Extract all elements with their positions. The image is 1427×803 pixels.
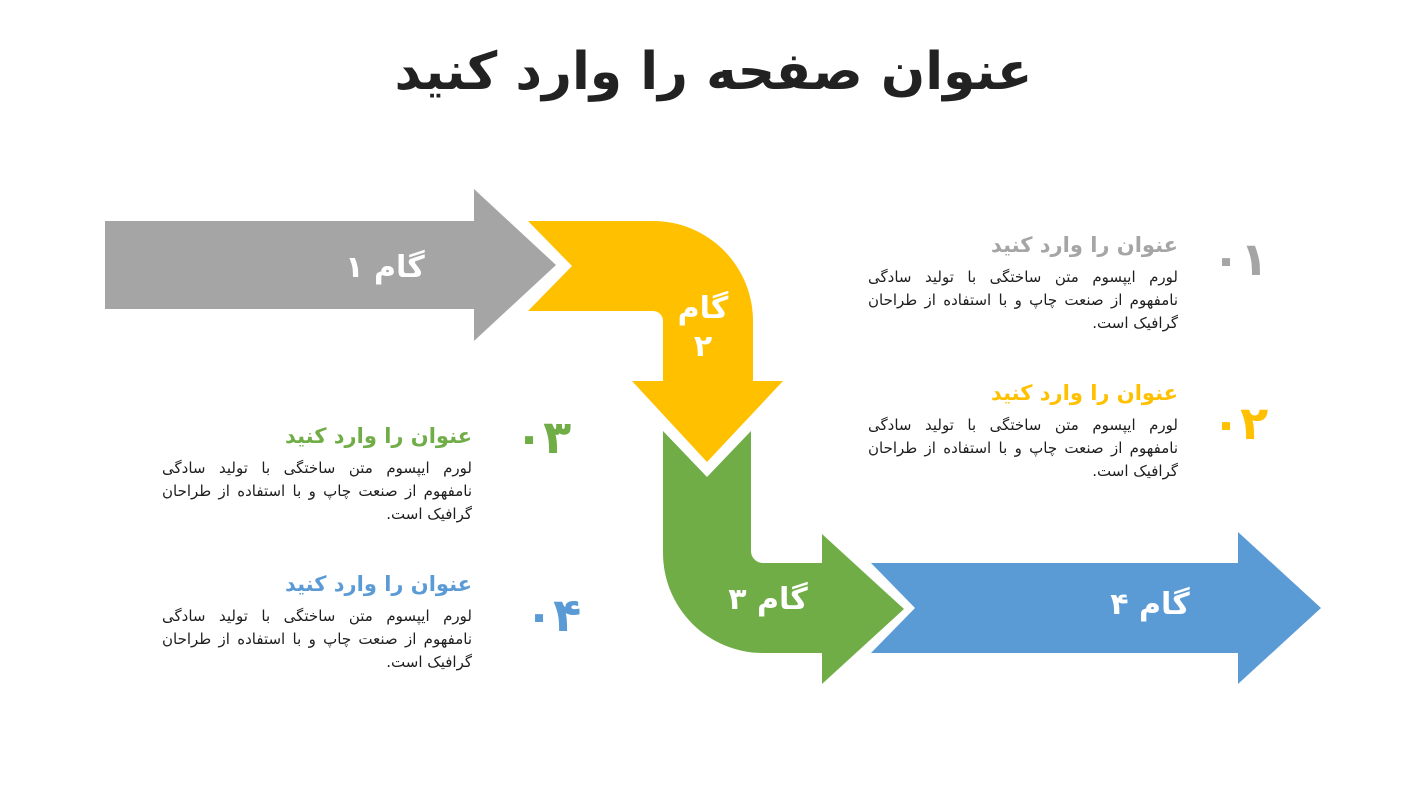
step4-number: ۰۴ [525,588,582,642]
step3-arrow-label: گام ۳ [728,582,808,617]
step2-description: لورم ایپسوم متن ساختگی با تولید سادگی نا… [868,416,1178,480]
step1-heading: عنوان را وارد کنید [990,233,1178,257]
step1-arrow [105,189,556,341]
step1-arrow-label: گام ۱ [345,250,425,285]
step4-arrow-label: گام ۴ [1110,587,1190,622]
step1-info: عنوان را وارد کنید لورم ایپسوم متن ساختگ… [868,230,1178,335]
step4-info: عنوان را وارد کنید لورم ایپسوم متن ساختگ… [162,569,472,674]
step2-heading: عنوان را وارد کنید [990,381,1178,405]
step3-info: عنوان را وارد کنید لورم ایپسوم متن ساختگ… [162,421,472,526]
step4-arrow [871,532,1321,684]
step2-arrow-label: گام ۲ [677,291,729,364]
step3-description: لورم ایپسوم متن ساختگی با تولید سادگی نا… [162,459,472,523]
step3-heading: عنوان را وارد کنید [284,424,472,448]
step3-arrow [663,431,904,684]
step2-arrow [528,221,783,462]
step3-number: ۰۳ [515,410,572,464]
page-title: عنوان صفحه را وارد کنید [394,42,1033,102]
step1-number: ۰۱ [1212,232,1269,286]
step1-description: لورم ایپسوم متن ساختگی با تولید سادگی نا… [868,268,1178,332]
step2-info: عنوان را وارد کنید لورم ایپسوم متن ساختگ… [868,378,1178,483]
step2-number: ۰۲ [1212,396,1269,450]
step4-description: لورم ایپسوم متن ساختگی با تولید سادگی نا… [162,607,472,671]
step4-heading: عنوان را وارد کنید [284,572,472,596]
